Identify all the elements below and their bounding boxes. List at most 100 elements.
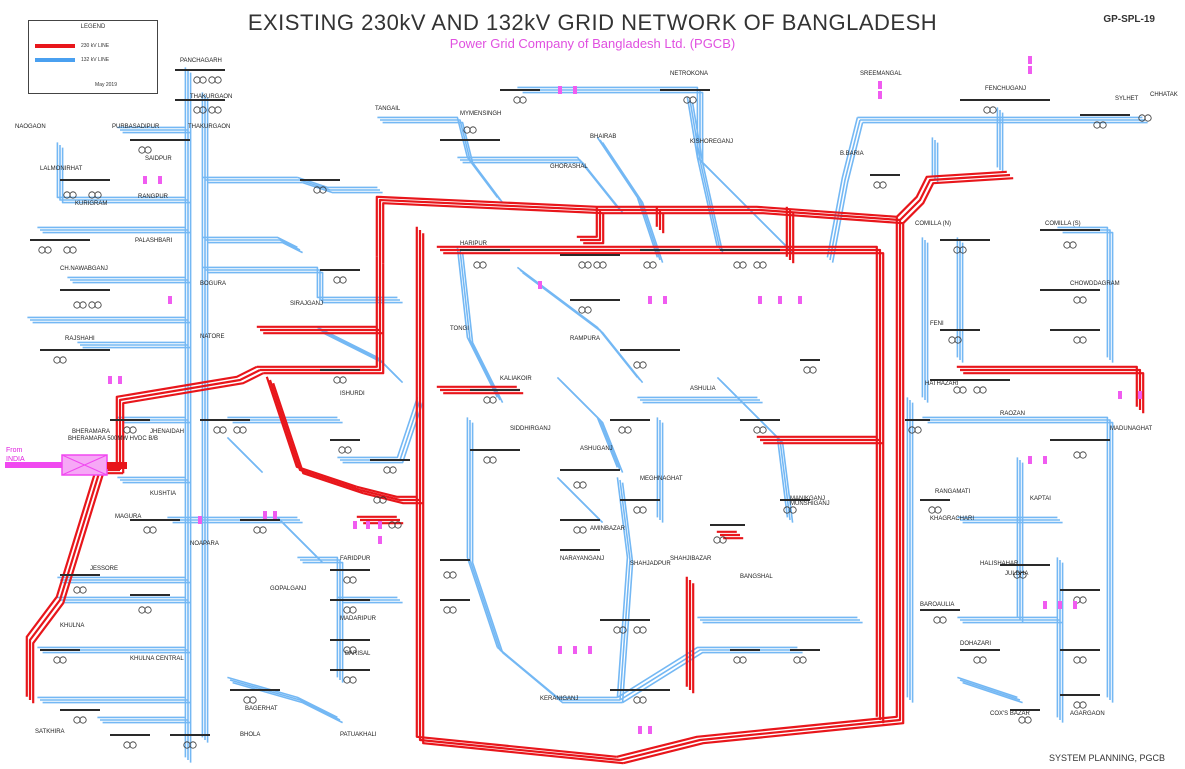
- transformer-winding: [150, 527, 156, 533]
- transformer-winding: [444, 607, 450, 613]
- transformer-winding: [754, 262, 760, 268]
- generator-marker: [573, 86, 577, 94]
- transformer-winding: [234, 427, 240, 433]
- generator-marker: [1028, 456, 1032, 464]
- transformer-winding: [484, 457, 490, 463]
- transformer-winding: [734, 657, 740, 663]
- substation-label: BOGURA: [200, 281, 226, 287]
- substation-label: THAKURGAON: [188, 124, 230, 130]
- transformer-winding: [1019, 717, 1025, 723]
- transformer-winding: [1070, 242, 1076, 248]
- transformer-winding: [574, 527, 580, 533]
- substation-label: BHAIRAB: [590, 134, 616, 140]
- transformer-winding: [54, 657, 60, 663]
- transformer-winding: [984, 107, 990, 113]
- transformer-winding: [74, 717, 80, 723]
- substation-label: ASHUGANJ: [580, 446, 613, 452]
- generator-marker: [198, 516, 202, 524]
- transformer-winding: [474, 262, 480, 268]
- substation-label: RANGAMATI: [935, 489, 971, 495]
- transformer-winding: [954, 387, 960, 393]
- transformer-winding: [209, 77, 215, 83]
- substation-label: DOHAZARI: [960, 641, 991, 647]
- generator-marker: [648, 296, 652, 304]
- transformer-winding: [514, 97, 520, 103]
- transformer-winding: [625, 427, 631, 433]
- generator-marker: [663, 296, 667, 304]
- transformer-winding: [804, 367, 810, 373]
- generator-marker: [1043, 601, 1047, 609]
- substation-label: CHOWDDAGRAM: [1070, 281, 1120, 287]
- substation-label: MADUNAGHAT: [1110, 426, 1153, 432]
- transformer-winding: [1074, 702, 1080, 708]
- transformer-winding: [880, 182, 886, 188]
- line-132kv: [457, 247, 497, 397]
- generator-marker: [878, 91, 882, 99]
- substation-label: PALASHBARI: [135, 238, 173, 244]
- generator-marker: [1043, 456, 1047, 464]
- transformer-winding: [70, 247, 76, 253]
- transformer-winding: [484, 397, 490, 403]
- transformer-winding: [139, 147, 145, 153]
- generator-marker: [538, 281, 542, 289]
- line-230kv: [420, 230, 620, 760]
- transformer-winding: [1074, 452, 1080, 458]
- transformer-winding: [634, 697, 640, 703]
- transformer-winding: [1080, 597, 1086, 603]
- transformer-winding: [130, 427, 136, 433]
- substation-label: MAGURA: [115, 514, 141, 520]
- transformer-winding: [250, 697, 256, 703]
- substation-label: MADARIPUR: [340, 616, 377, 622]
- line-132kv: [560, 380, 620, 470]
- transformer-winding: [754, 427, 760, 433]
- substation-label: MUNSHIGANJ: [790, 501, 830, 507]
- transformer-winding: [594, 262, 600, 268]
- transformer-winding: [80, 302, 86, 308]
- substation-label: SIRAJGANJ: [290, 301, 323, 307]
- line-132kv: [690, 100, 700, 160]
- line-132kv: [517, 267, 637, 377]
- generator-marker: [378, 536, 382, 544]
- line-132kv: [830, 120, 860, 260]
- substation-label: BARISAL: [345, 651, 371, 657]
- line-132kv: [1063, 233, 1113, 363]
- generator-marker: [1028, 66, 1032, 74]
- substation-label: JULDHA: [1005, 571, 1028, 577]
- line-132kv: [597, 137, 657, 257]
- substation-label: RAMPURA: [570, 336, 600, 342]
- substation-label: KHULNA CENTRAL: [130, 656, 184, 662]
- substation-label: BHOLA: [240, 732, 260, 738]
- transformer-winding: [340, 277, 346, 283]
- line-132kv: [717, 377, 787, 517]
- substation-label: ASHULIA: [690, 386, 716, 392]
- transformer-winding: [384, 467, 390, 473]
- generator-marker: [1058, 601, 1062, 609]
- generator-marker: [143, 176, 147, 184]
- substation-label: KERANIGANJ: [540, 696, 578, 702]
- transformer-winding: [124, 742, 130, 748]
- generator-marker: [1028, 56, 1032, 64]
- transformer-winding: [244, 697, 250, 703]
- transformer-winding: [390, 467, 396, 473]
- line-132kv: [620, 650, 800, 700]
- line-132kv: [497, 647, 617, 697]
- generator-marker: [353, 521, 357, 529]
- lines-230kv: [27, 172, 1143, 763]
- substation-label: NARAYANGANJ: [560, 556, 604, 562]
- substation-label: SAIDPUR: [145, 156, 172, 162]
- transformer-winding: [145, 147, 151, 153]
- transformer-winding: [215, 77, 221, 83]
- line-132kv: [557, 377, 617, 467]
- transformer-winding: [580, 482, 586, 488]
- transformer-winding: [74, 302, 80, 308]
- substation-label: SYLHET: [1115, 96, 1139, 102]
- transformer-winding: [800, 657, 806, 663]
- line-230kv: [417, 227, 617, 757]
- line-132kv: [963, 683, 1023, 703]
- transformer-winding: [60, 357, 66, 363]
- transformer-winding: [935, 507, 941, 513]
- transformer-winding: [794, 657, 800, 663]
- transformer-winding: [39, 247, 45, 253]
- india-import: From INDIA BHERAMARA 500MW HVDC B/B: [5, 436, 158, 475]
